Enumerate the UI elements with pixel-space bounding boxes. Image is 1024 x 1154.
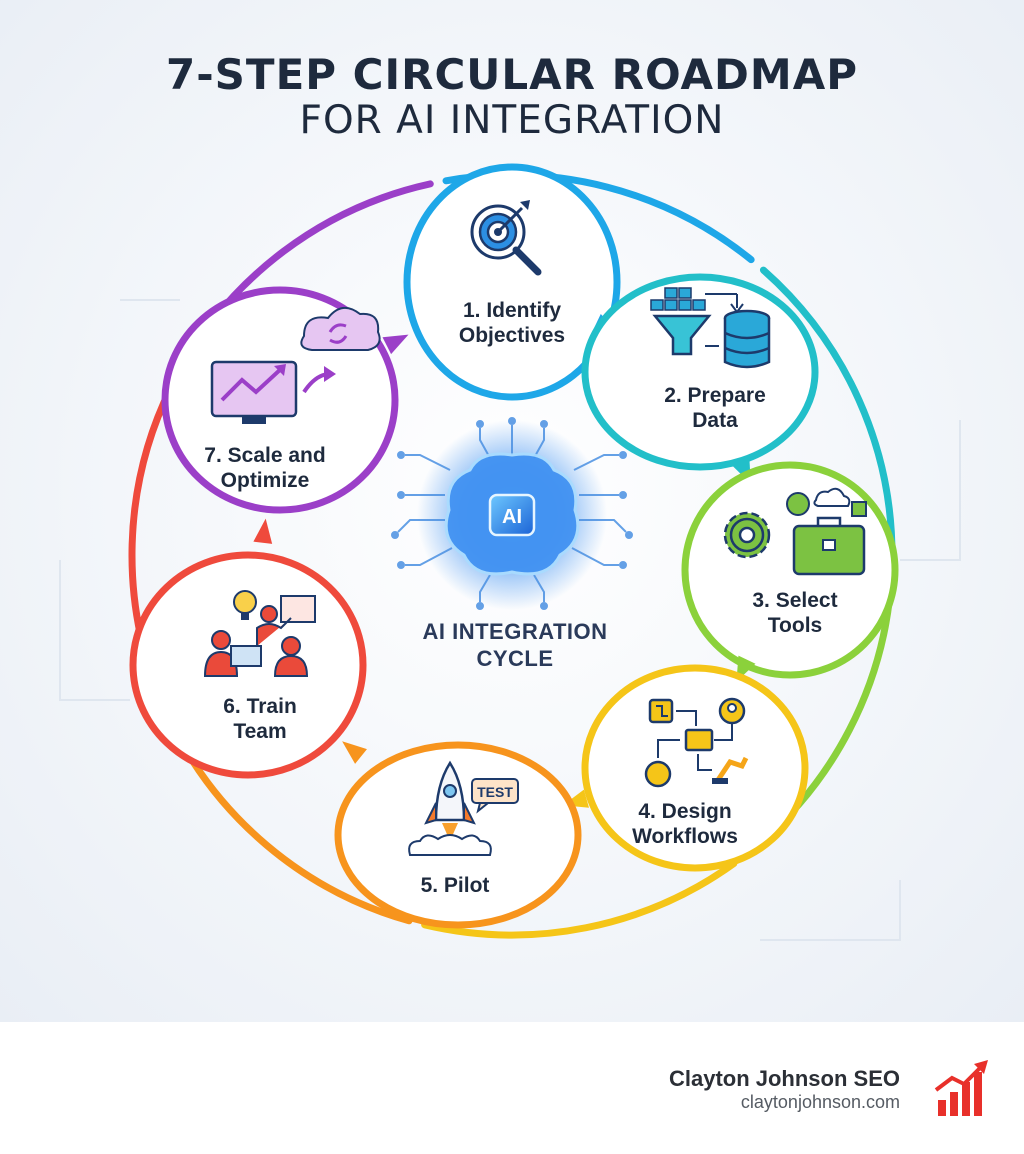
step-6-title: 6. Train [223, 695, 297, 718]
step-1-title: 1. Identify [462, 299, 562, 322]
step-3-subtitle: Tools [767, 614, 823, 637]
logo-trend-line [934, 1064, 984, 1092]
step-7-title: 7. Scale and [204, 444, 326, 467]
ring-arc-4 [421, 860, 738, 939]
step-5-label: 5. Pilot [380, 873, 530, 898]
tools-toolbox-icon [723, 487, 867, 576]
logo-arrow-head [974, 1060, 988, 1074]
workflow-icon [644, 697, 749, 788]
ring-arc-2 [759, 266, 896, 562]
step-5-arrow [342, 741, 367, 764]
step-6-subtitle: Team [233, 720, 287, 743]
test-badge-text: TEST [477, 784, 513, 800]
step-7-subtitle: Optimize [220, 469, 310, 492]
footer [0, 1022, 1024, 1154]
step-1-label: 1. Identify Objectives [432, 298, 592, 348]
scale-cloud-monitor-icon [210, 307, 381, 424]
target-search-icon [470, 200, 542, 276]
logo-bar-2 [950, 1092, 958, 1116]
step-4-subtitle: Workflows [632, 825, 738, 848]
step-4-title: 4. Design [638, 800, 732, 823]
ai-chip-text: AI [502, 506, 522, 528]
center-label-line2: CYCLE [476, 646, 554, 671]
step-1-blob [403, 163, 621, 401]
step-2-label: 2. Prepare Data [640, 383, 790, 433]
bar-chart-arrow-logo-icon [934, 1060, 988, 1116]
step-7-label: 7. Scale and Optimize [180, 443, 350, 493]
roadmap-diagram: AI [59, 163, 961, 941]
center-label-line1: AI INTEGRATION [422, 619, 608, 644]
step-6-arrow [253, 518, 273, 544]
ai-brain-icon: AI [391, 417, 633, 610]
training-team-icon [203, 590, 316, 677]
page-title: 7-STEP CIRCULAR ROADMAP [166, 50, 858, 99]
step-7-arrow [382, 334, 409, 355]
center-label: AI INTEGRATION CYCLE [390, 618, 640, 672]
rocket-test-icon: TEST [408, 760, 519, 856]
step-4-blob [581, 664, 809, 872]
step-6-label: 6. Train Team [185, 694, 335, 744]
brand-url: claytonjohnson.com [740, 1092, 900, 1112]
step-2-subtitle: Data [692, 409, 738, 432]
step-5-blob [334, 741, 582, 929]
step-4-label: 4. Design Workflows [605, 799, 765, 849]
page-subtitle: FOR AI INTEGRATION [299, 98, 725, 143]
logo-bar-4 [974, 1072, 982, 1116]
step-2-title: 2. Prepare [664, 384, 766, 407]
step-5-title: 5. Pilot [420, 874, 490, 897]
brand-name: Clayton Johnson SEO [668, 1066, 900, 1091]
step-3-title: 3. Select [752, 589, 838, 612]
background-circuit-lines [59, 299, 961, 941]
logo-bar-1 [938, 1100, 946, 1116]
data-funnel-database-icon [650, 287, 771, 369]
logo-bar-3 [962, 1082, 970, 1116]
step-3-label: 3. Select Tools [720, 588, 870, 638]
step-1-subtitle: Objectives [458, 324, 566, 347]
